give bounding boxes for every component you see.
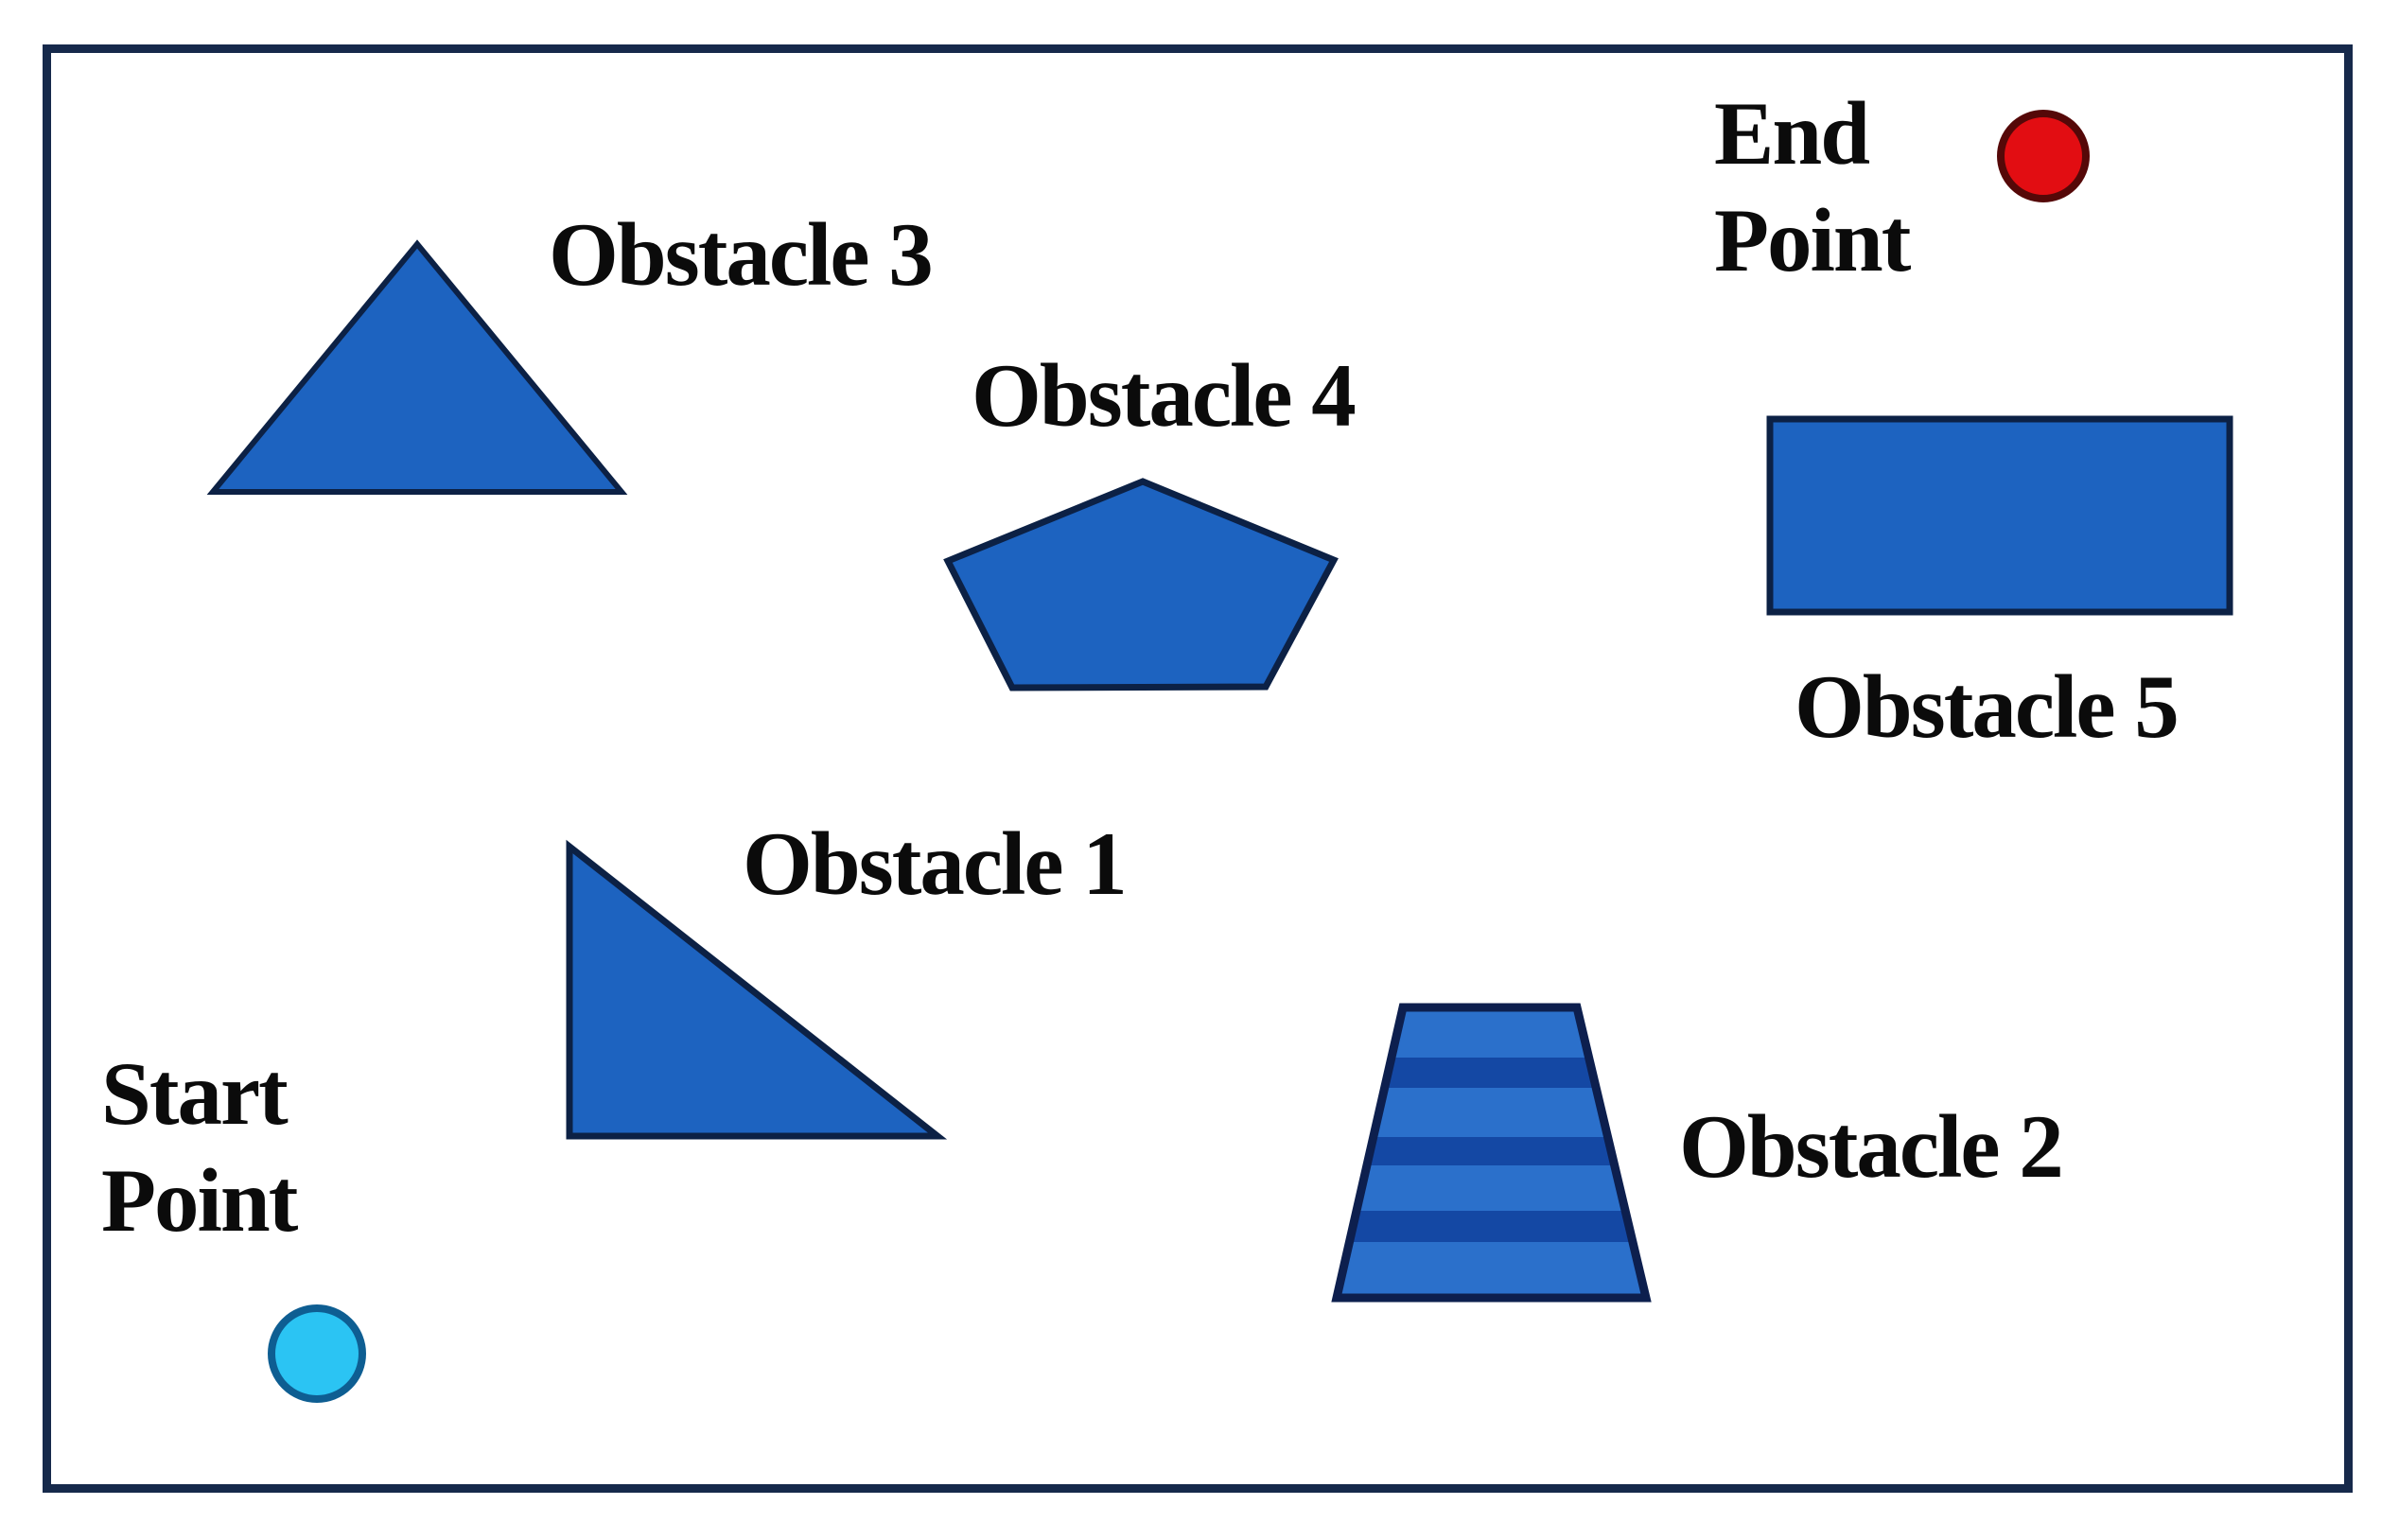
start-point-label: Start Point [101,1041,298,1254]
end-point-label: End Point [1714,80,1911,294]
end-point-label-line1: End [1714,83,1870,184]
obstacle-3-label: Obstacle 3 [549,204,934,305]
end-point-label-line2: Point [1714,190,1911,291]
obstacle-2-label: Obstacle 2 [1679,1096,2064,1197]
obstacle-2-stripe [1337,1058,1646,1088]
obstacle-4-label: Obstacle 4 [972,345,1357,446]
obstacle-5-label: Obstacle 5 [1795,656,2180,757]
obstacle-1-label: Obstacle 1 [743,814,1128,914]
start-point-label-line2: Point [101,1150,298,1251]
obstacle-4-shape [943,478,1339,691]
obstacle-3-shape [206,239,628,495]
end-point-marker [1997,110,2090,202]
obstacle-2-stripe [1337,1211,1646,1242]
obstacle-2-outline [1331,1003,1652,1303]
obstacle-1-shape [566,839,948,1140]
start-point-label-line1: Start [101,1043,289,1144]
environment-frame [43,44,2353,1493]
obstacle-2-stripe [1337,1137,1646,1165]
start-point-marker [268,1304,366,1403]
obstacle-5-shape [1766,415,2233,616]
